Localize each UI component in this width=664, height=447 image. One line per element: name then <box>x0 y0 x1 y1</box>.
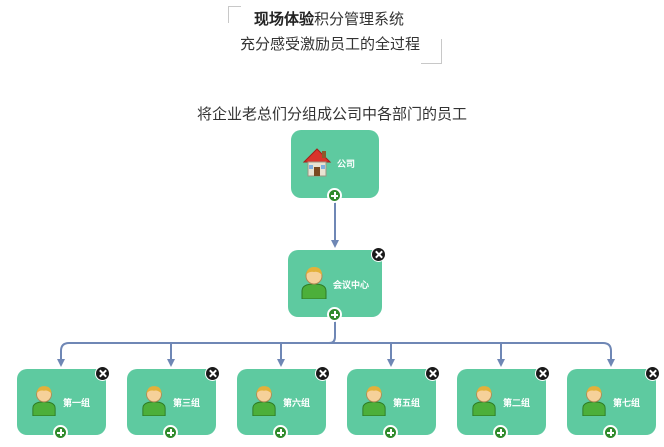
remove-node-button[interactable] <box>645 366 660 381</box>
org-node-group-1[interactable]: 第一组 <box>17 366 110 440</box>
user-icon <box>301 267 327 299</box>
add-child-button[interactable] <box>383 425 398 440</box>
org-node-group-6[interactable]: 第七组 <box>567 366 660 440</box>
connector-to-group-1 <box>57 342 70 367</box>
user-icon <box>582 386 606 416</box>
remove-node-button[interactable] <box>535 366 550 381</box>
house-icon <box>302 148 332 177</box>
user-icon <box>142 386 166 416</box>
remove-node-button[interactable] <box>371 247 386 262</box>
remove-node-button[interactable] <box>95 366 110 381</box>
add-child-button[interactable] <box>53 425 68 440</box>
user-icon <box>362 386 386 416</box>
connector-to-group-6 <box>602 342 615 367</box>
title-corner-top-left <box>228 6 241 23</box>
org-node-company[interactable]: 公司 <box>291 130 379 203</box>
org-node-label: 第六组 <box>283 399 311 409</box>
remove-node-button[interactable] <box>425 366 440 381</box>
add-child-button[interactable] <box>603 425 618 440</box>
page-title: 现场体验积分管理系统 <box>254 8 404 29</box>
page-title-bold: 现场体验 <box>254 10 315 28</box>
org-node-meeting-center[interactable]: 会议中心 <box>288 247 386 322</box>
add-child-button[interactable] <box>493 425 508 440</box>
add-child-button[interactable] <box>273 425 288 440</box>
org-node-label: 会议中心 <box>333 281 370 291</box>
org-node-label: 第五组 <box>393 399 421 409</box>
page-title-rest: 积分管理系统 <box>314 10 405 28</box>
org-node-label: 公司 <box>337 160 356 170</box>
diagram-subtitle: 将企业老总们分组成公司中各部门的员工 <box>196 105 467 123</box>
remove-node-button[interactable] <box>205 366 220 381</box>
org-node-group-2[interactable]: 第三组 <box>127 366 220 440</box>
org-node-label: 第二组 <box>503 399 531 409</box>
user-icon <box>32 386 56 416</box>
title-box: 现场体验积分管理系统 充分感受激励员工的全过程 <box>228 6 442 64</box>
org-node-group-4[interactable]: 第五组 <box>347 366 440 440</box>
add-child-button[interactable] <box>327 307 342 322</box>
connector-center-trunk <box>328 321 336 344</box>
org-node-group-3[interactable]: 第六组 <box>237 366 330 440</box>
page-tagline: 充分感受激励员工的全过程 <box>240 35 421 53</box>
org-node-label: 第三组 <box>173 399 201 409</box>
remove-node-button[interactable] <box>315 366 330 381</box>
org-node-label: 第一组 <box>63 399 91 409</box>
add-child-button[interactable] <box>163 425 178 440</box>
org-node-label: 第七组 <box>613 399 641 409</box>
org-node-group-5[interactable]: 第二组 <box>457 366 550 440</box>
user-icon <box>252 386 276 416</box>
title-corner-bottom-right <box>421 39 442 64</box>
add-child-button[interactable] <box>327 188 342 203</box>
user-icon <box>472 386 496 416</box>
